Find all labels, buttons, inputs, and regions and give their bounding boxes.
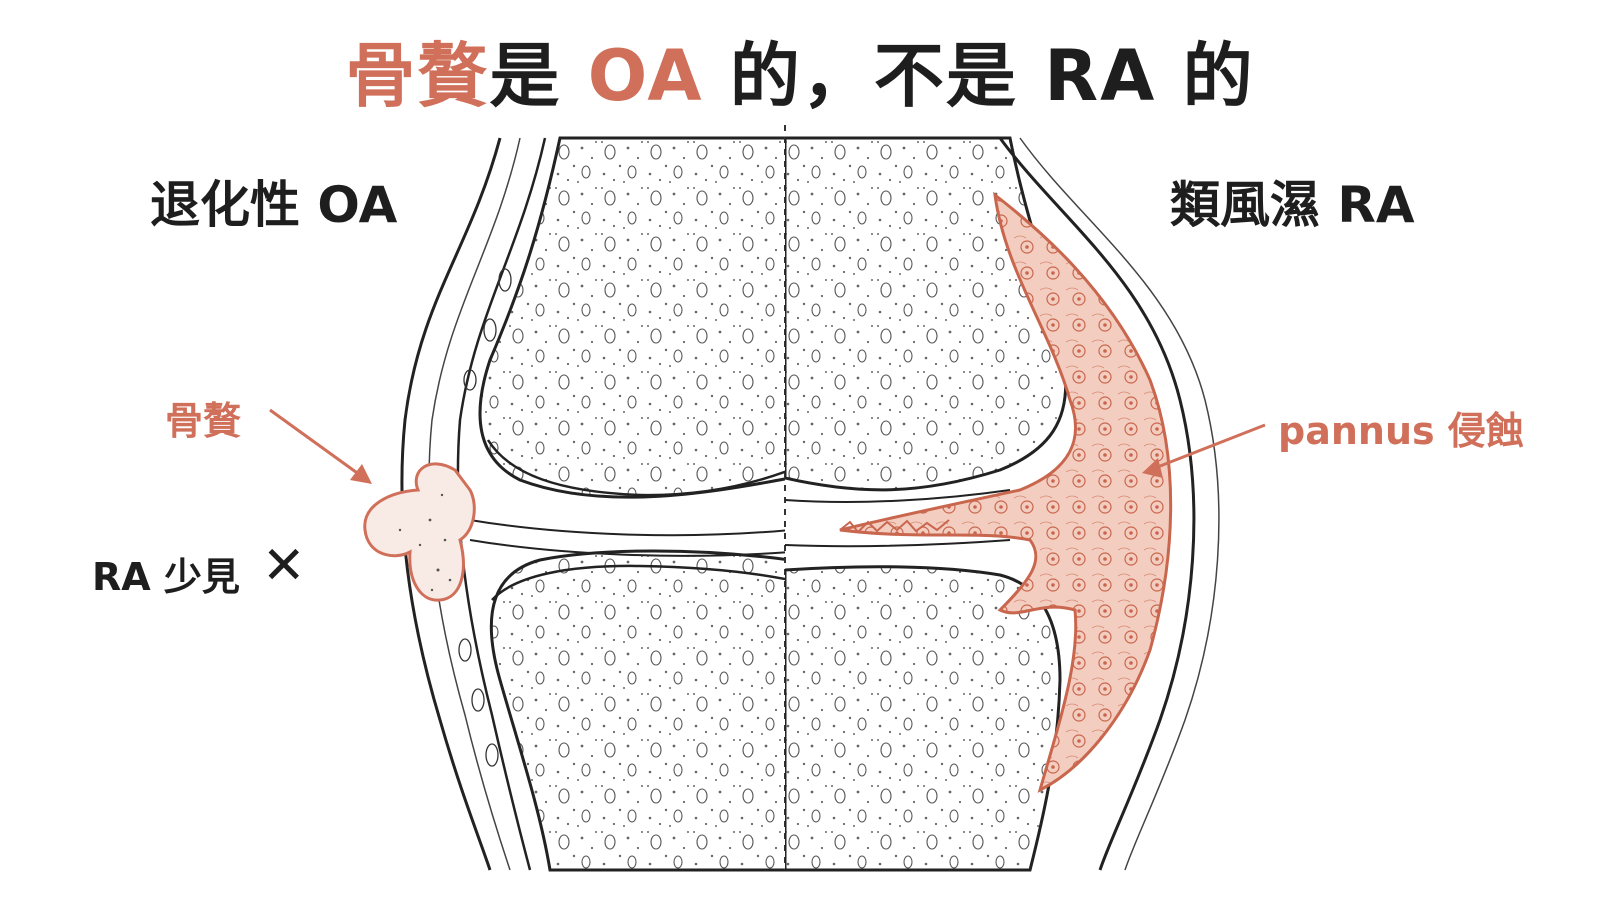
ra-capsule (998, 137, 1196, 871)
erosion-edge (839, 519, 950, 534)
title-oa: OA (587, 35, 704, 117)
oa-capsule-cells (458, 268, 512, 767)
osteophyte-label: 骨贅 (165, 399, 242, 443)
oa-upper-cartilage (486, 439, 785, 497)
ra-lower-bone (785, 565, 1062, 872)
ra-heading: 類風濕 RA (1170, 176, 1415, 234)
ra-joint (785, 136, 1220, 872)
oa-lower-bone (489, 549, 785, 872)
oa-joint-space (469, 519, 785, 537)
osteophyte-arrow (269, 408, 372, 484)
ra-upper-bone (785, 136, 1068, 492)
pannus-label: pannus 侵蝕 (1278, 409, 1524, 453)
title-osteophyte: 骨贅 (345, 35, 490, 117)
osteophyte (363, 462, 476, 602)
pannus (839, 191, 1173, 793)
oa-heading: 退化性 OA (150, 176, 398, 234)
oa-joint (363, 136, 785, 872)
oa-upper-bone (478, 136, 785, 499)
osteophyte-speckles (398, 493, 452, 592)
title-is: 是 (489, 35, 588, 117)
ra-rare-note: RA 少見 (92, 555, 240, 599)
cross-icon: ✕ (262, 536, 306, 596)
page-title: 骨贅是 OA 的，不是 RA 的 (0, 20, 1600, 121)
pannus-arrow (1142, 423, 1266, 478)
title-rest: 的，不是 RA 的 (703, 35, 1255, 117)
oa-lower-cartilage (491, 564, 785, 601)
